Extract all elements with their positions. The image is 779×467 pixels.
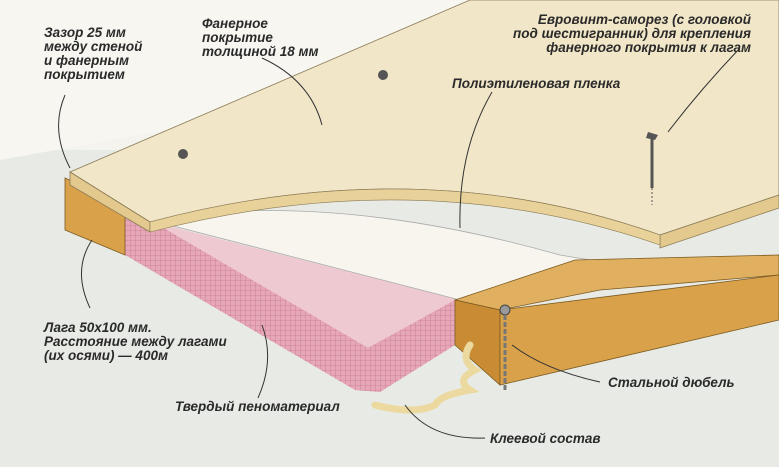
screw-head-icon <box>178 149 188 159</box>
plywood-cut-edge <box>149 188 661 246</box>
foam-side <box>125 215 380 390</box>
label-film: Полиэтиленовая пленка <box>452 76 621 91</box>
label-joist: Лага 50х100 мм. Расстояние между лагами … <box>44 320 227 363</box>
foam-front <box>355 300 455 392</box>
label-dowel: Стальной дюбель <box>608 375 735 390</box>
screw-head-icon <box>499 304 511 316</box>
label-glue: Клеевой состав <box>490 431 601 446</box>
label-screw: Евровинт-саморез (с головкой под шестигр… <box>513 12 751 55</box>
leader-lines <box>58 47 741 439</box>
joist-right-side <box>499 274 779 386</box>
label-gap: Зазор 25 мм между стеной и фанерным покр… <box>44 25 143 82</box>
label-plywood: Фанерное покрытие толщиной 18 мм <box>202 16 319 59</box>
screw-icon <box>646 132 658 205</box>
glue-bead <box>371 341 482 414</box>
screw-head-icon <box>378 70 388 80</box>
label-foam: Твердый пеноматериал <box>175 399 340 414</box>
